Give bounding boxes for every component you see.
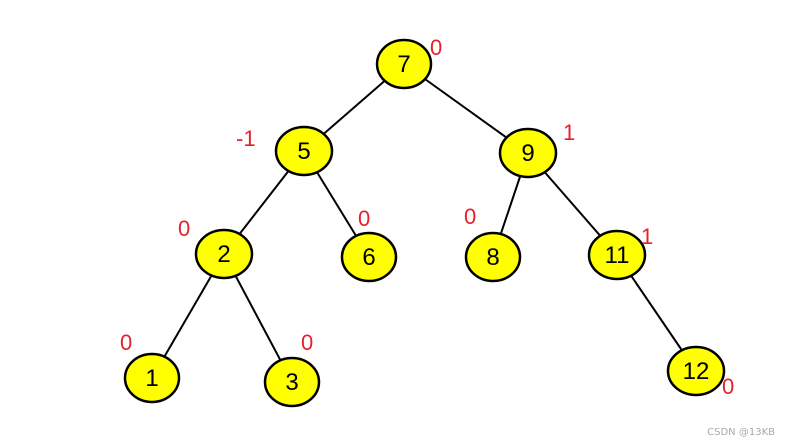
- node-value-label: 2: [217, 241, 230, 268]
- balance-factor-8: 0: [464, 204, 476, 229]
- node-value-label: 8: [486, 244, 499, 271]
- tree-node-2: 2: [194, 228, 254, 280]
- tree-node-5: 5: [274, 125, 334, 177]
- tree-node-1: 1: [123, 352, 181, 404]
- tree-node-11: 11: [587, 229, 647, 281]
- balance-factor-1: 0: [120, 330, 132, 355]
- balance-factor-2: 0: [178, 216, 190, 241]
- balance-factor-6: 0: [358, 206, 370, 231]
- node-value-label: 6: [362, 244, 375, 271]
- tree-node-8: 8: [464, 231, 522, 283]
- node-circle: [464, 231, 522, 283]
- balance-factor-9: 1: [563, 120, 575, 145]
- node-circle: [194, 228, 254, 280]
- tree-node-7: 7: [375, 38, 433, 90]
- tree-edges: [151, 63, 697, 383]
- tree-node-3: 3: [263, 356, 321, 408]
- node-circle: [263, 356, 321, 408]
- tree-node-9: 9: [498, 127, 558, 179]
- node-value-label: 7: [397, 51, 410, 78]
- node-value-label: 1: [145, 365, 158, 392]
- node-value-label: 11: [605, 242, 630, 269]
- balance-factor-7: 0: [430, 35, 442, 60]
- tree-node-6: 6: [340, 231, 398, 283]
- node-circle: [587, 229, 647, 281]
- node-circle: [666, 345, 726, 397]
- node-circle: [340, 231, 398, 283]
- node-value-label: 9: [521, 140, 534, 167]
- watermark: CSDN @13KB: [707, 427, 775, 438]
- balance-factor-11: 1: [641, 224, 653, 249]
- node-value-label: 3: [285, 369, 298, 396]
- balance-factor-5: -1: [236, 126, 256, 151]
- tree-node-12: 12: [666, 345, 726, 397]
- node-circle: [123, 352, 181, 404]
- balance-factor-3: 0: [301, 330, 313, 355]
- node-value-label: 5: [297, 138, 310, 165]
- node-circle: [375, 38, 433, 90]
- balance-factor-12: 0: [722, 374, 734, 399]
- node-value-label: 12: [683, 358, 710, 385]
- node-circle: [498, 127, 558, 179]
- node-circle: [274, 125, 334, 177]
